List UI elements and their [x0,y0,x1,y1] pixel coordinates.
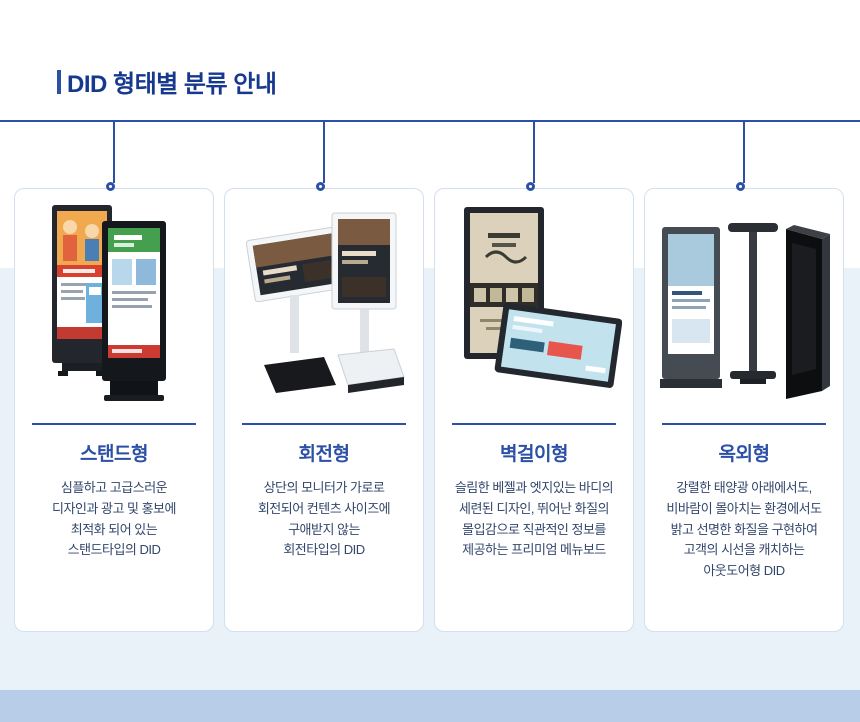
outdoor-type-kiosk-photo [656,199,832,415]
card-divider [32,423,196,425]
connector-vertical-line [323,122,325,183]
card-title: 옥외형 [718,444,770,465]
card-description: 슬림한 베젤과 엣지있는 바디의 세련된 디자인, 뛰어난 화질의 몰입감으로 … [454,480,614,558]
connector-dot [736,182,745,191]
card-divider [452,423,616,425]
card-stand-type: 스탠드형 심플하고 고급스러운 디자인과 광고 및 홍보에 최적화 되어 있는 … [14,188,214,632]
card-divider [662,423,826,425]
title-accent-bar [57,70,61,94]
connector-dot [106,182,115,191]
card-wall-mount-type: 벽걸이형 슬림한 베젤과 엣지있는 바디의 세련된 디자인, 뛰어난 화질의 몰… [434,188,634,632]
stand-type-kiosk-illustration [52,205,166,401]
page-title: DID 형태별 분류 안내 [67,71,277,98]
card-description: 상단의 모니터가 가로로 회전되어 컨텐츠 사이즈에 구애받지 않는 회전타입의… [257,480,391,558]
outdoor-type-kiosk-illustration [660,223,830,399]
bottom-blue-band [0,690,860,722]
wall-mount-type-photo [446,199,622,415]
card-title: 벽걸이형 [500,444,568,465]
card-title: 스탠드형 [80,444,148,465]
connector-vertical-line [743,122,745,183]
wall-mount-type-illustration [464,207,622,388]
connector-vertical-line [533,122,535,183]
card-description: 심플하고 고급스러운 디자인과 광고 및 홍보에 최적화 되어 있는 스탠드타입… [52,480,176,558]
card-divider [242,423,406,425]
card-title: 회전형 [298,444,350,465]
connector-dot [526,182,535,191]
connector-dot [316,182,325,191]
card-description: 강렬한 태양광 아래에서도, 비바람이 몰아치는 환경에서도 밝고 선명한 화질… [666,480,822,579]
card-outdoor-type: 옥외형 강렬한 태양광 아래에서도, 비바람이 몰아치는 환경에서도 밝고 선명… [644,188,844,632]
card-rotating-type: 회전형 상단의 모니터가 가로로 회전되어 컨텐츠 사이즈에 구애받지 않는 회… [224,188,424,632]
connector-vertical-line [113,122,115,183]
rotating-type-kiosk-photo [236,199,412,415]
stand-type-kiosk-photo [26,199,202,415]
connector-horizontal-line [0,120,860,122]
rotating-type-kiosk-illustration [245,212,405,393]
